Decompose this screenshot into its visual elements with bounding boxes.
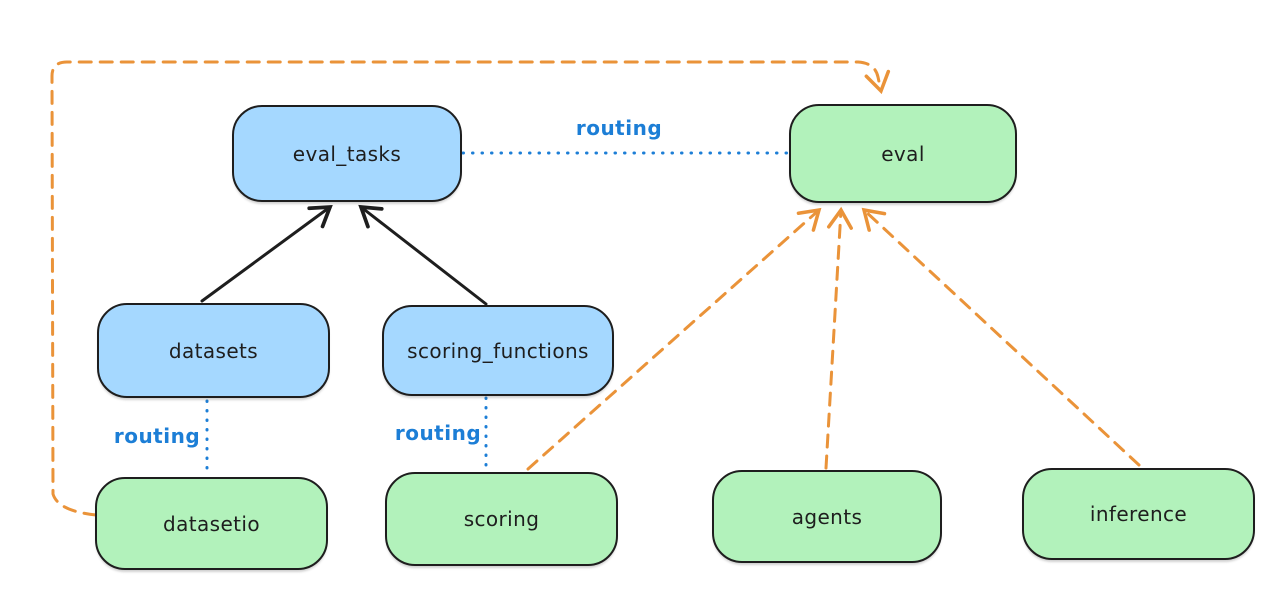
edge-scoring-functions-to-eval-tasks — [358, 204, 488, 306]
node-datasetio-label: datasetio — [162, 511, 260, 536]
node-datasets: datasets — [97, 303, 330, 398]
edge-inference-to-eval — [861, 207, 1141, 467]
node-eval-tasks: eval_tasks — [232, 105, 462, 202]
node-inference-label: inference — [1089, 502, 1188, 526]
edge-label-routing-top: routing — [575, 116, 663, 140]
edge-scoring-to-eval — [526, 207, 822, 471]
node-datasets-label: datasets — [168, 338, 259, 363]
node-inference: inference — [1022, 468, 1255, 560]
node-agents-label: agents — [791, 504, 863, 529]
node-scoring-functions: scoring_functions — [382, 305, 614, 396]
edge-datasets-to-eval-tasks — [200, 204, 333, 303]
edge-label-routing-mid: routing — [394, 421, 482, 445]
node-scoring-functions-label: scoring_functions — [407, 338, 589, 363]
edge-datasetio-to-eval — [50, 60, 891, 517]
edge-label-routing-left: routing — [113, 424, 201, 448]
node-eval: eval — [789, 104, 1017, 203]
node-eval-tasks-label: eval_tasks — [292, 141, 402, 166]
node-scoring-label: scoring — [463, 507, 540, 531]
node-eval-label: eval — [881, 141, 925, 166]
node-datasetio: datasetio — [95, 477, 328, 570]
node-scoring: scoring — [385, 472, 618, 566]
node-agents: agents — [712, 470, 942, 563]
edge-agents-to-eval — [824, 206, 853, 470]
